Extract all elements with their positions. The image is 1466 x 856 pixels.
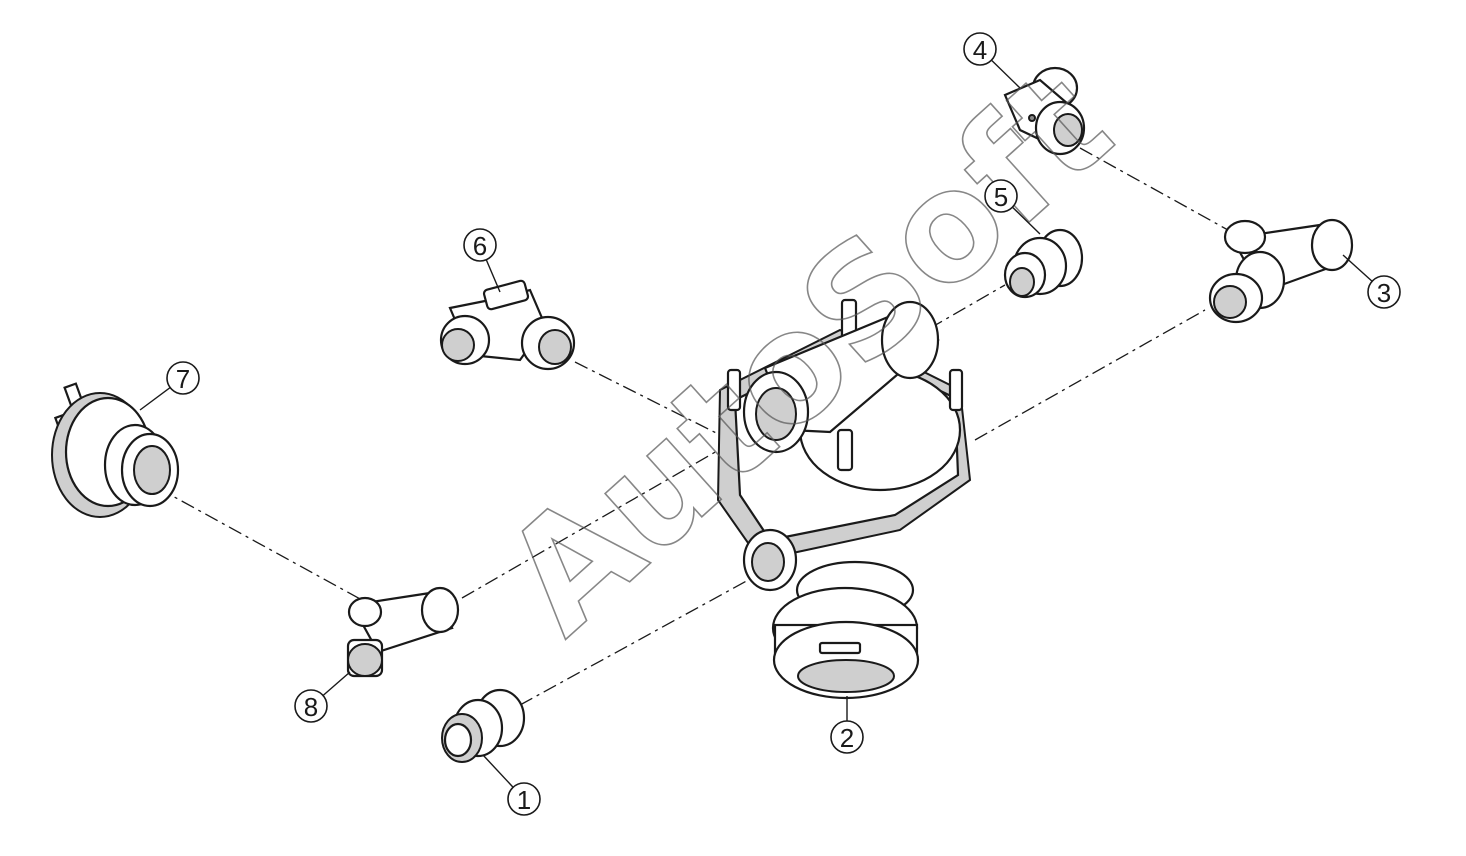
axis-line-1-2 [519, 577, 753, 706]
part-5-connector [1003, 228, 1084, 299]
callout-label-2: 2 [840, 723, 854, 753]
callout-circle-6 [463, 228, 497, 262]
callout-circle-8 [294, 689, 328, 723]
callout-label-6: 6 [473, 231, 487, 261]
part-7-silencer [51, 382, 180, 518]
part-4-swivel-elbow [1003, 66, 1086, 156]
callout-circle-3 [1367, 275, 1401, 309]
part-3-tee-fitting [1208, 218, 1354, 324]
part-1-straight-fitting [441, 688, 526, 763]
axis-line-7-8 [157, 487, 363, 601]
callouts: 1 2 3 4 5 6 7 8 [139, 32, 1401, 816]
callout-circle-1 [507, 782, 541, 816]
callout-label-8: 8 [304, 692, 318, 722]
callout-label-7: 7 [176, 364, 190, 394]
callout-label-1: 1 [517, 785, 531, 815]
callout-circle-5 [984, 179, 1018, 213]
callout-label-3: 3 [1377, 278, 1391, 308]
part-6-elbow-fitting [439, 279, 576, 371]
callout-label-4: 4 [973, 35, 987, 65]
callout-circle-2 [830, 720, 864, 754]
callout-circle-7 [166, 361, 200, 395]
part-2-relay-valve [716, 298, 972, 700]
part-8-tee-fitting [346, 586, 460, 678]
axis-line-4-3 [1079, 147, 1229, 231]
callout-circle-4 [963, 32, 997, 66]
callout-label-5: 5 [994, 182, 1008, 212]
axis-line-2-3 [974, 309, 1206, 441]
